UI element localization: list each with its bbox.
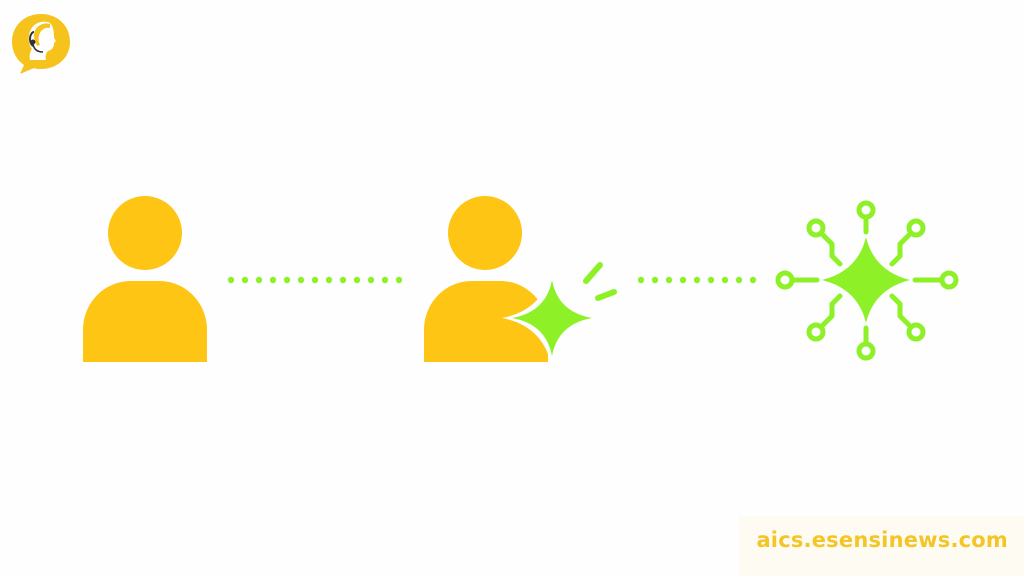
person-with-sparkle-icon <box>424 196 617 368</box>
person-icon <box>83 196 207 362</box>
logo-icon <box>12 14 70 74</box>
ai-sparkle-network-icon <box>775 200 959 361</box>
dotted-connector-2 <box>637 276 757 284</box>
watermark-background <box>738 516 1024 576</box>
dotted-connector-1 <box>227 276 403 284</box>
watermark-text: aics.esensinews.com <box>756 528 1008 552</box>
